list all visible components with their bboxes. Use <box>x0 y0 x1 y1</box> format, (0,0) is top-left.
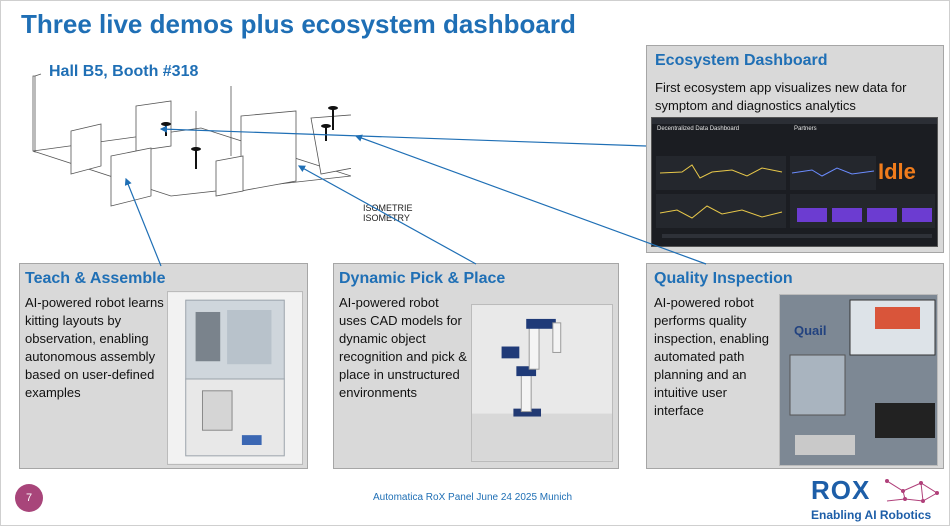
dashboard-partners: Partners <box>794 126 817 132</box>
page-number: 7 <box>15 484 43 512</box>
dashboard-charts <box>656 156 935 238</box>
dashboard-screenshot: Decentralized Data Dashboard Partners <box>651 117 938 247</box>
quality-photo-scene <box>780 295 937 465</box>
teach-assemble-title: Teach & Assemble <box>25 270 166 287</box>
ecosystem-text: First ecosystem app visualizes new data … <box>655 80 907 113</box>
rox-tagline: Enabling AI Robotics <box>811 508 932 522</box>
booth-isometric-drawing <box>32 73 351 207</box>
iso-line-2: ISOMETRY <box>363 213 410 223</box>
rox-logo: ROX Enabling AI Robotics <box>811 475 943 525</box>
quality-text: AI-powered robot performs quality inspec… <box>654 295 769 418</box>
dashboard-title: Decentralized Data Dashboard <box>657 126 740 132</box>
pick-place-title: Dynamic Pick & Place <box>339 270 506 287</box>
quail-logo-label: Quail <box>794 323 827 338</box>
booth-label: Hall B5, Booth #318 <box>49 63 199 80</box>
pick-place-text: AI-powered robot uses CAD models for dyn… <box>339 295 467 400</box>
teach-assemble-text: AI-powered robot learns kitting layouts … <box>25 295 164 400</box>
slide-title: Three live demos plus ecosystem dashboar… <box>21 9 576 39</box>
pick-place-photo <box>471 304 613 462</box>
quality-photo: Quail <box>779 294 938 466</box>
rox-network-icon <box>885 479 939 503</box>
ecosystem-title: Ecosystem Dashboard <box>655 52 828 69</box>
teach-assemble-photo <box>167 291 303 465</box>
iso-line-1: ISOMETRIE <box>363 203 413 213</box>
quality-title: Quality Inspection <box>654 270 793 287</box>
dashboard-topbar <box>652 118 937 124</box>
rox-logo-wordmark: ROX <box>811 475 871 505</box>
isometry-label: ISOMETRIE ISOMETRY <box>363 203 413 223</box>
dashboard-status: Idle <box>878 159 916 184</box>
footer-text: Automatica RoX Panel June 24 2025 Munich <box>373 492 573 503</box>
